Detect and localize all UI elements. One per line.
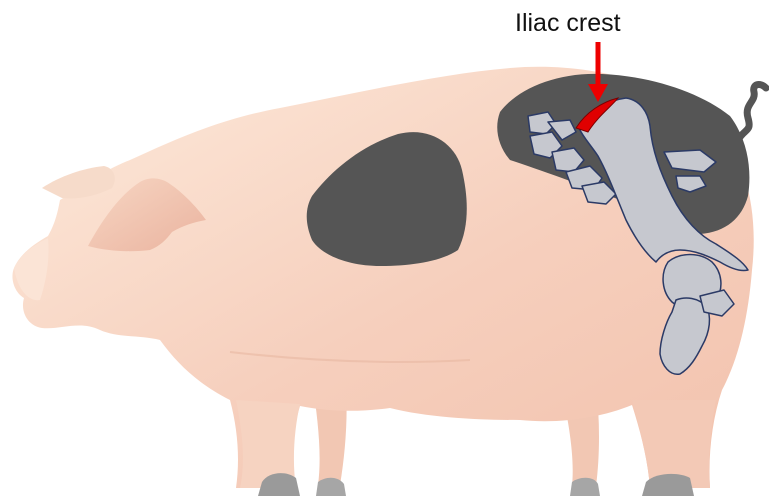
leg-front-near [236, 400, 300, 488]
hoof-front-far [316, 478, 346, 496]
tail [738, 85, 766, 140]
iliac-crest-label: Iliac crest [515, 8, 685, 38]
